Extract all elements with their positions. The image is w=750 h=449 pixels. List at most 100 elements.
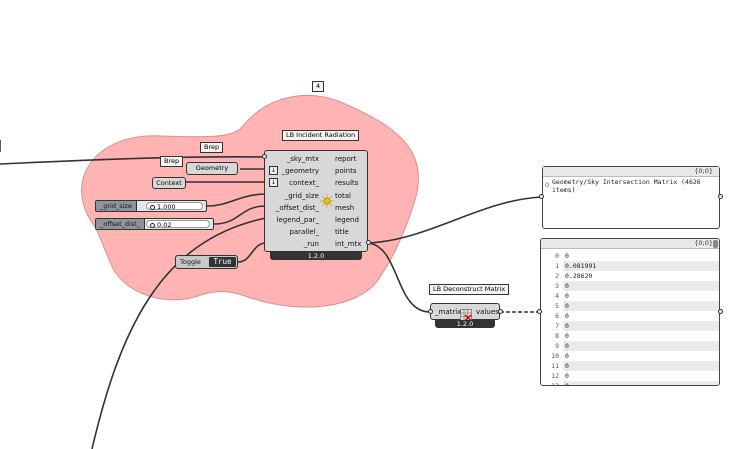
list-item-value: 0 bbox=[563, 341, 719, 351]
list-item: 10 0 bbox=[541, 351, 719, 361]
list-item-value: 0 bbox=[563, 321, 719, 331]
list-item: 12 0 bbox=[541, 371, 719, 381]
component-output[interactable]: total bbox=[335, 191, 352, 200]
list-item-index: 3 bbox=[555, 282, 559, 290]
wire-run bbox=[237, 242, 267, 263]
wire-sky-mtx bbox=[0, 156, 267, 165]
list-item-index: 12 bbox=[551, 372, 559, 380]
component-version: 1.2.0 bbox=[270, 252, 362, 260]
list-item-index: 0 bbox=[555, 252, 559, 260]
toggle[interactable]: Toggle True bbox=[175, 255, 238, 269]
wire-int-mtx-matrix bbox=[367, 242, 431, 313]
group-badge: 4 bbox=[312, 81, 325, 92]
panel-top-index: 0 bbox=[545, 181, 550, 189]
list-item-value: 0 bbox=[563, 281, 719, 291]
component-input[interactable]: _run bbox=[303, 240, 319, 249]
deconstruct-output[interactable]: values bbox=[476, 308, 499, 316]
component-title: LB Incident Radiation bbox=[282, 130, 360, 141]
list-item-index: 6 bbox=[555, 312, 559, 320]
component-output[interactable]: int_mtx bbox=[335, 240, 362, 249]
flatten-icon[interactable]: ↓ bbox=[269, 178, 278, 187]
deconstruct-input-pin[interactable] bbox=[428, 309, 433, 314]
list-item-value: 0 bbox=[565, 312, 569, 320]
list-item-index: 2 bbox=[555, 272, 559, 280]
flatten-icon[interactable]: ↓ bbox=[269, 166, 278, 175]
list-item-value: 0 bbox=[565, 332, 569, 340]
toggle-label: Toggle bbox=[180, 258, 201, 266]
panel-scrollbar[interactable] bbox=[713, 240, 718, 248]
deconstruct-output-pin[interactable] bbox=[498, 309, 503, 314]
deconstruct-matrix-component[interactable]: _matrix values bbox=[430, 303, 500, 322]
deconstruct-input[interactable]: _matrix bbox=[435, 308, 462, 316]
brep-label-2: Brep bbox=[160, 156, 184, 167]
brep-label-1: Brep bbox=[200, 142, 224, 153]
geometry-param[interactable]: Geometry bbox=[186, 162, 238, 175]
component-input[interactable]: _sky_mtx bbox=[286, 155, 319, 163]
panel-bottom-path: {0;0} bbox=[541, 239, 719, 249]
toggle-value[interactable]: True bbox=[209, 257, 236, 267]
geometry-param-label: Geometry bbox=[195, 164, 229, 172]
list-item-value: 0.081991 bbox=[563, 261, 719, 271]
panel-bottom-input-pin[interactable] bbox=[537, 309, 542, 314]
deconstruct-version: 1.2.0 bbox=[435, 320, 495, 328]
grid-size-slider-value[interactable]: 1.000 bbox=[146, 202, 203, 211]
panel-bottom-output-pin[interactable] bbox=[718, 309, 723, 314]
component-output[interactable]: legend bbox=[335, 215, 359, 224]
grid-size-slider[interactable]: _grid_size 1.000 bbox=[95, 200, 207, 212]
list-item-value: 0 bbox=[565, 252, 569, 260]
list-item-index: 13 bbox=[551, 382, 559, 386]
list-item-index: 11 bbox=[551, 362, 559, 370]
incident-radiation-component[interactable]: _sky_mtx _geometry context_ _grid_size _offs… bbox=[264, 150, 368, 252]
panel-top-input-pin[interactable] bbox=[539, 194, 544, 199]
component-output[interactable]: title bbox=[335, 228, 349, 237]
matrix-deconstruct-icon bbox=[460, 306, 472, 325]
component-output[interactable]: mesh bbox=[335, 203, 355, 212]
list-item-index: 1 bbox=[555, 262, 559, 270]
component-input[interactable]: context_ bbox=[289, 179, 319, 188]
grid-size-slider-name: _grid_size bbox=[96, 201, 137, 211]
component-input[interactable]: legend_par_ bbox=[276, 215, 320, 224]
list-item-value: 0 bbox=[565, 372, 569, 380]
list-item-index: 5 bbox=[555, 302, 559, 310]
list-item-value: 0 bbox=[565, 352, 569, 360]
component-output[interactable]: points bbox=[335, 167, 357, 176]
component-input[interactable]: parallel_ bbox=[289, 228, 319, 237]
context-param[interactable]: Context bbox=[152, 177, 186, 189]
list-item-value: 0 bbox=[563, 301, 719, 311]
list-item-value: 0 bbox=[563, 361, 719, 371]
panel-top-output-pin[interactable] bbox=[718, 194, 723, 199]
wire-long bbox=[91, 217, 267, 449]
output-pin[interactable] bbox=[366, 240, 371, 245]
wire-grid-size bbox=[206, 193, 267, 207]
component-input[interactable]: _grid_size bbox=[284, 191, 319, 200]
component-input[interactable]: _offset_dist_ bbox=[275, 203, 319, 212]
wire-int-mtx-panel bbox=[367, 196, 543, 244]
list-item-index: 7 bbox=[555, 322, 559, 330]
component-input[interactable]: _geometry bbox=[281, 167, 319, 176]
wire-offset bbox=[213, 205, 267, 225]
sun-icon bbox=[320, 193, 334, 212]
list-item-value: 0.28620 bbox=[565, 272, 593, 280]
output-panel-top[interactable]: {0;0} 0 Geometry/Sky Intersection Matrix… bbox=[542, 166, 720, 229]
offset-slider-name: _offset_dist_ bbox=[96, 219, 146, 229]
component-output[interactable]: results bbox=[335, 179, 359, 188]
input-pin[interactable] bbox=[262, 154, 267, 159]
offset-slider-value[interactable]: 0.02 bbox=[146, 220, 210, 229]
list-item-index: 10 bbox=[551, 352, 559, 360]
list-item-value: 0 bbox=[563, 381, 719, 385]
list-item: 2 0.28620 bbox=[541, 271, 719, 281]
list-item: 1 0.081991 bbox=[541, 261, 719, 271]
component-output[interactable]: report bbox=[335, 155, 357, 163]
context-param-label: Context bbox=[156, 179, 182, 187]
list-item: 13 0 bbox=[541, 381, 719, 386]
offset-slider[interactable]: _offset_dist_ 0.02 bbox=[95, 218, 214, 230]
deconstruct-title: LB Deconstruct Matrix bbox=[429, 284, 510, 295]
list-item-index: 4 bbox=[555, 292, 559, 300]
list-item-index: 8 bbox=[555, 332, 559, 340]
